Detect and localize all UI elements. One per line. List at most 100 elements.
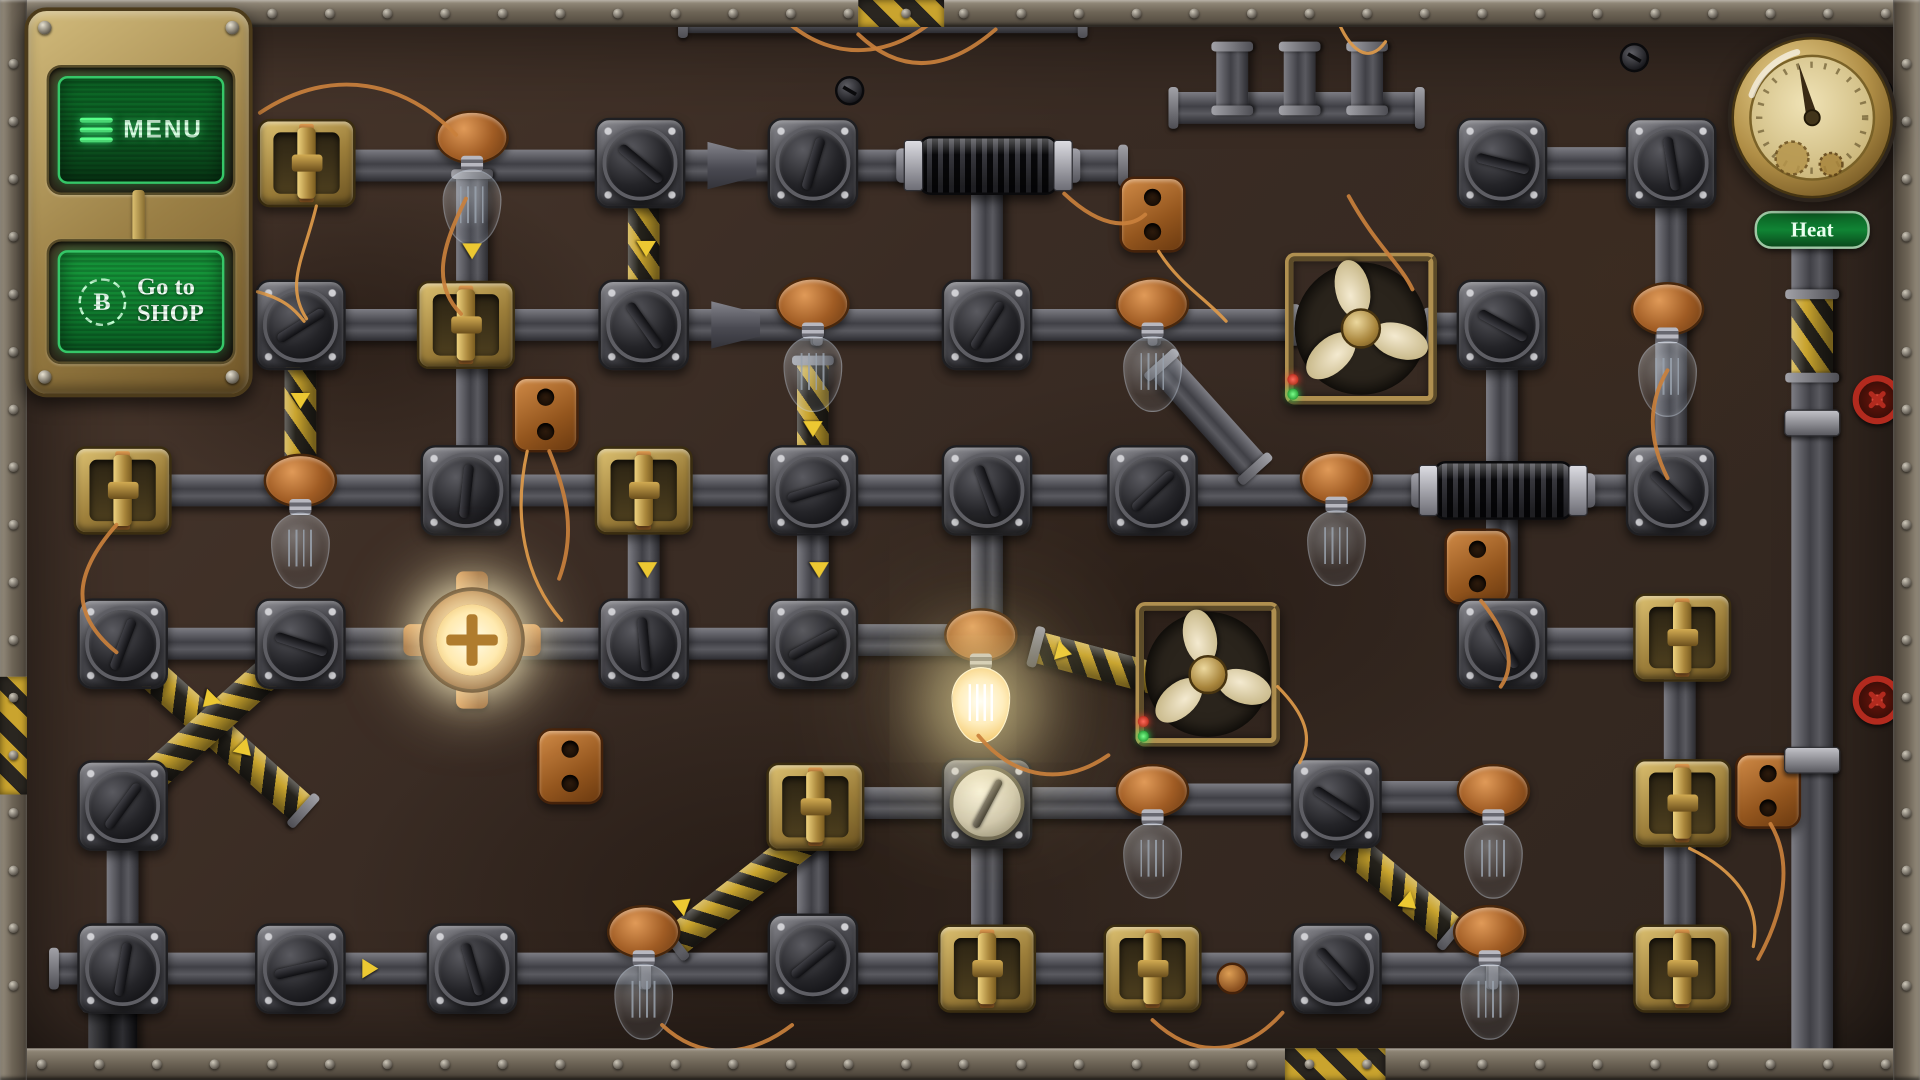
currency-coin-icon: Ƀ [78,277,127,326]
knife-switch[interactable] [73,446,172,535]
knife-switch[interactable] [257,118,356,208]
valve[interactable] [255,279,346,371]
pipe-segment [82,1002,144,1080]
bulb [1299,451,1374,588]
panel-connector-rod [132,190,145,242]
valve[interactable] [767,445,859,536]
junction-box [537,728,604,805]
knife-switch[interactable] [766,762,865,851]
valve[interactable] [1625,117,1717,209]
flow-arrow [809,562,829,579]
fan[interactable] [1284,252,1437,405]
shop-button[interactable]: Ƀ Go to SHOP [46,239,236,365]
valve[interactable] [1291,757,1382,849]
knife-switch[interactable] [594,446,693,535]
knife-switch[interactable] [416,280,515,370]
valve[interactable] [598,279,690,371]
pipe-reducer [707,141,757,190]
hamburger-icon [79,113,113,147]
gauge-dial [1727,33,1897,203]
valve[interactable] [941,445,1033,536]
knife-switch[interactable] [1633,593,1732,682]
junction-box [512,376,579,453]
heat-label-badge: Heat [1754,210,1870,249]
pipe-segment [1346,41,1388,116]
valve[interactable] [598,598,690,690]
flow-arrow [362,958,379,979]
knife-switch[interactable] [1103,924,1202,1013]
bulb [1630,282,1705,419]
valve[interactable] [767,913,859,1005]
heat-label: Heat [1790,217,1834,241]
valve[interactable] [1291,923,1382,1014]
cross-light [403,571,541,709]
flow-arrow [290,392,311,409]
bulb [606,904,681,1042]
pipe-segment [678,0,1088,39]
red-valve-wheel[interactable] [1852,675,1902,725]
valve[interactable] [77,760,168,851]
menu-button-label: MENU [123,115,203,143]
menu-panel: MENU Ƀ Go to SHOP [24,7,253,398]
screw-icon [225,370,240,384]
junction-box [1444,528,1511,605]
knife-switch[interactable] [1633,758,1732,848]
menu-button[interactable]: MENU [46,64,236,195]
valve[interactable] [77,598,168,690]
valve[interactable] [1107,445,1198,536]
flow-arrow [462,243,482,260]
valve[interactable] [767,117,859,209]
bulb [776,277,850,414]
valve[interactable] [941,279,1033,371]
bulb [1115,277,1190,414]
pipe-reducer [711,301,761,349]
valve[interactable] [1456,598,1548,690]
bulb [1452,904,1527,1042]
heater-coil [1411,461,1596,520]
pipe-segment [1785,289,1840,383]
valve[interactable] [767,598,859,690]
menu-button-screen: MENU [57,76,225,184]
shop-label-line2: SHOP [137,300,204,328]
bulb [1456,763,1531,901]
valve[interactable] [1456,117,1548,209]
flow-arrow [637,562,658,579]
valve[interactable] [420,445,512,536]
red-valve-wheel[interactable] [1852,375,1902,425]
shop-button-label: Go to SHOP [137,273,204,328]
bolt-head [834,76,865,106]
valve[interactable] [426,923,518,1014]
bulb [1115,763,1190,901]
pipe-coupling [1783,409,1841,437]
valve[interactable] [77,923,168,1014]
junction-box [1119,176,1186,253]
valve[interactable] [594,117,686,209]
knife-switch[interactable] [937,924,1037,1013]
flow-arrow [803,421,823,438]
valve-white[interactable] [941,757,1033,849]
screw-icon [225,20,240,35]
shop-label-line1: Go to [137,273,195,301]
bolt-head [1619,42,1650,73]
heater-coil [896,136,1081,195]
bulb-lit [944,608,1018,745]
copper-connector [1216,962,1249,995]
fan[interactable] [1135,602,1281,747]
valve[interactable] [255,598,346,690]
bulb [435,110,509,247]
valve[interactable] [255,923,346,1014]
knife-switch[interactable] [1633,924,1732,1013]
shop-button-screen: Ƀ Go to SHOP [57,250,225,354]
valve[interactable] [1456,279,1548,371]
screw-icon [38,370,52,384]
pipe-segment [1278,41,1321,116]
screw-icon [38,20,52,35]
bulb [263,453,338,591]
valve[interactable] [1625,445,1717,536]
flow-arrow [636,240,656,257]
pipe-segment [1211,41,1254,116]
heat-gauge: Heat [1724,29,1901,249]
